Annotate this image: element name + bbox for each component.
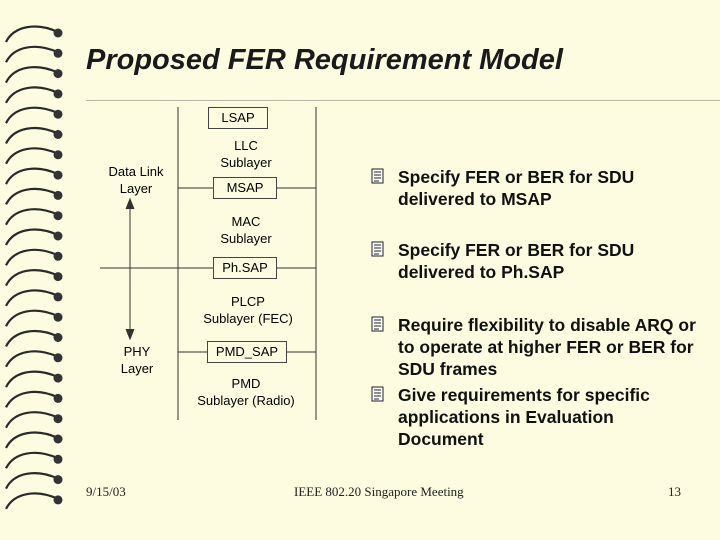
bullet-text: Specify FER or BER for SDU delivered to … — [398, 239, 698, 283]
phy-layer-label: PHY Layer — [98, 343, 176, 377]
bullet-text: Specify FER or BER for SDU delivered to … — [398, 166, 698, 210]
footer-date: 9/15/03 — [86, 484, 126, 500]
phsap-box: Ph.SAP — [213, 257, 277, 279]
note-icon — [370, 241, 386, 257]
data-link-layer-label: Data Link Layer — [94, 163, 178, 197]
plcp-sublayer-label: PLCP Sublayer (FEC) — [188, 293, 308, 327]
llc-sublayer-label: LLC Sublayer — [208, 137, 284, 171]
pmd-sap-box: PMD_SAP — [207, 341, 287, 363]
bullet-text: Require flexibility to disable ARQ or to… — [398, 314, 698, 380]
note-icon — [370, 386, 386, 402]
bullet-text: Give requirements for specific applicati… — [398, 384, 698, 450]
footer-page-number: 13 — [668, 484, 681, 500]
note-icon — [370, 316, 386, 332]
msap-box: MSAP — [213, 177, 277, 199]
mac-sublayer-label: MAC Sublayer — [208, 213, 284, 247]
pmd-sublayer-label: PMD Sublayer (Radio) — [182, 375, 310, 409]
lsap-box: LSAP — [208, 107, 268, 129]
footer-meeting: IEEE 802.20 Singapore Meeting — [294, 484, 464, 500]
note-icon — [370, 168, 386, 184]
